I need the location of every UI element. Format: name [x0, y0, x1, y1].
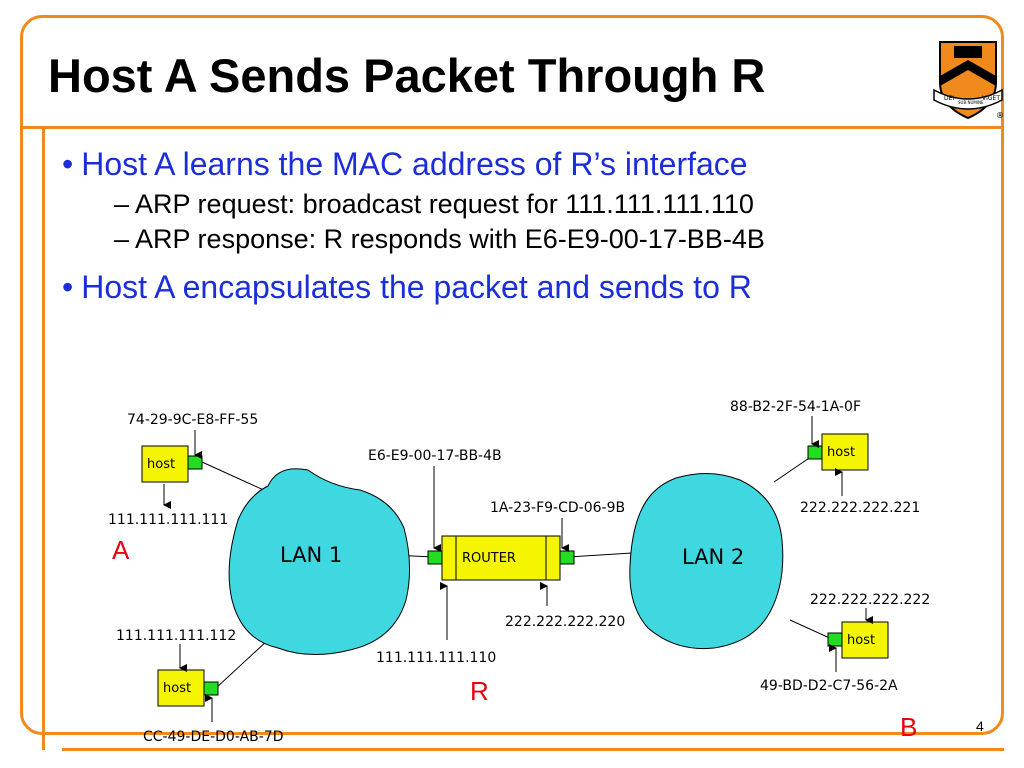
slide-frame: [20, 15, 1004, 735]
sub-bullet-2-text: ARP response: R responds with E6-E9-00-1…: [135, 224, 765, 254]
lan2-label: LAN 2: [682, 545, 744, 569]
logo-text-left: DEI: [944, 95, 954, 102]
host2-box: [157, 669, 205, 707]
host2-mac: CC-49-DE-D0-AB-7D: [143, 729, 284, 745]
host3-port: [807, 445, 823, 460]
host3-mac: 88-B2-2F-54-1A-0F: [730, 399, 861, 415]
bullet-2-text: Host A encapsulates the packet and sends…: [81, 269, 752, 305]
lan1-label: LAN 1: [280, 543, 342, 567]
link-host2-lan1: [215, 639, 269, 689]
bullet-1: •Host A learns the MAC address of R’s in…: [62, 146, 992, 183]
slide-number: 4: [976, 718, 984, 734]
bullet-1-text: Host A learns the MAC address of R’s int…: [81, 146, 748, 182]
router-letter: R: [470, 676, 489, 706]
hostA-letter: A: [112, 535, 130, 565]
host3-label: host: [827, 445, 855, 460]
sub-bullet-2-marker: –: [114, 224, 130, 254]
sub-bullet-1: –ARP request: broadcast request for 111.…: [114, 189, 992, 220]
lan2-cloud: [629, 472, 784, 650]
host3-box: [821, 433, 869, 471]
hostB-mac: 49-BD-D2-C7-56-2A: [760, 678, 898, 694]
link-hostB-lan2: [789, 619, 835, 641]
title-divider: [20, 126, 1004, 129]
hostA-ip: 111.111.111.111: [108, 512, 228, 528]
hostB-port: [827, 632, 843, 647]
router-mac-left: E6-E9-00-17-BB-4B: [368, 448, 502, 464]
logo-text-center: SUB NUMINE: [958, 100, 984, 105]
bottom-rule: [62, 748, 1004, 751]
bullet-1-marker: •: [62, 146, 74, 182]
router-mac-right: 1A-23-F9-CD-06-9B: [490, 500, 625, 516]
logo-text-right: VIGET: [982, 95, 1000, 102]
sub-bullet-1-text: ARP request: broadcast request for 111.1…: [135, 189, 754, 219]
router-port-right: [559, 550, 575, 565]
bullet-list: •Host A learns the MAC address of R’s in…: [62, 146, 992, 312]
link-router-lan2: [567, 552, 633, 558]
router-box: [441, 535, 561, 581]
hostB-ip: 222.222.222.222: [810, 592, 930, 608]
hostA-label: host: [147, 457, 175, 472]
host2-label: host: [163, 681, 191, 696]
slide-title: Host A Sends Packet Through R: [48, 49, 766, 102]
hostA-port: [187, 455, 203, 470]
sub-bullet-2: –ARP response: R responds with E6-E9-00-…: [114, 224, 992, 255]
left-rule: [42, 129, 45, 750]
router-port-left: [427, 550, 443, 565]
hostB-letter: B: [900, 712, 917, 742]
router-ip-left: 111.111.111.110: [376, 650, 496, 666]
bullet-2: •Host A encapsulates the packet and send…: [62, 269, 992, 306]
lan1-cloud: [228, 468, 411, 656]
router-label: ROUTER: [462, 551, 516, 566]
hostB-label: host: [847, 633, 875, 648]
hostA-mac: 74-29-9C-E8-FF-55: [127, 412, 258, 428]
bullet-2-marker: •: [62, 269, 74, 305]
princeton-shield-logo: DEI SUB NUMINE VIGET ®: [933, 41, 1004, 120]
logo-registered: ®: [996, 111, 1004, 120]
sub-bullet-1-marker: –: [114, 189, 130, 219]
link-hostA-lan1: [201, 461, 269, 493]
host2-ip: 111.111.111.112: [116, 628, 236, 644]
host2-port: [203, 681, 219, 696]
router-ip-right: 222.222.222.220: [505, 614, 625, 630]
host3-ip: 222.222.222.221: [800, 500, 920, 516]
hostB-box: [841, 621, 889, 659]
